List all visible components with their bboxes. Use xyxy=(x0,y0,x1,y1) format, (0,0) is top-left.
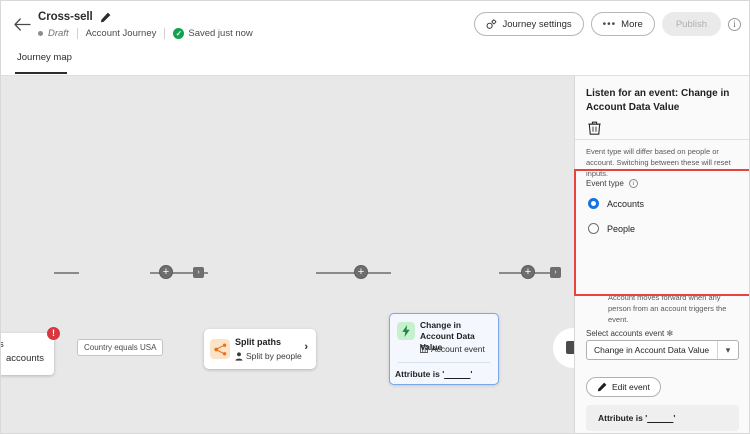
stop-square-icon[interactable] xyxy=(566,341,574,354)
wire-6 xyxy=(499,272,527,274)
edit-title-icon[interactable] xyxy=(100,12,111,23)
split-paths-subtitle-row: Split by people xyxy=(235,351,302,361)
lightning-bolt-icon xyxy=(397,322,415,340)
event-type-label-row: Event type i xyxy=(586,179,638,188)
account-event-icon xyxy=(420,345,428,353)
edit-event-button[interactable]: Edit event xyxy=(586,377,661,397)
radio-help-text: Account moves forward when any person fr… xyxy=(608,293,727,324)
attribute-blank: _____ xyxy=(647,413,674,423)
tab-journey-map[interactable]: Journey map xyxy=(17,52,72,63)
journey-type-label: Account Journey xyxy=(85,28,157,39)
app-header: Cross-sell Draft Account Journey ✓ Saved… xyxy=(1,1,749,49)
publish-button[interactable]: Publish xyxy=(661,12,721,36)
expand-chevron-1[interactable]: › xyxy=(193,267,204,278)
event-node-divider xyxy=(398,362,490,363)
select-event-label: Select accounts event xyxy=(586,329,665,338)
meta-divider-2 xyxy=(164,28,166,39)
node-change-in-account-data-value[interactable]: Change in Account Data Value Account eve… xyxy=(389,313,499,385)
journey-settings-label: Journey settings xyxy=(502,18,572,30)
header-actions: Journey settings ••• More Publish i xyxy=(474,12,741,36)
wire-7 xyxy=(519,272,555,274)
tab-active-indicator xyxy=(15,72,67,74)
more-button[interactable]: ••• More xyxy=(590,12,655,36)
end-node-halo xyxy=(553,328,574,368)
wire-4 xyxy=(316,272,361,274)
select-accounts-event-value: Change in Account Data Value xyxy=(594,345,710,355)
status-badge: Draft xyxy=(48,28,69,39)
add-step-button-2[interactable]: + xyxy=(354,265,368,279)
panel-divider-1 xyxy=(575,139,749,140)
previous-node-line2: accounts xyxy=(6,353,45,364)
meta-divider-1 xyxy=(76,28,78,39)
event-node-attribute: Attribute is '_____' xyxy=(395,369,472,379)
ellipsis-icon: ••• xyxy=(602,18,617,30)
panel-note: Event type will differ based on people o… xyxy=(586,147,731,178)
info-circle-icon[interactable]: i xyxy=(728,17,741,31)
properties-panel: Listen for an event: Change in Account D… xyxy=(574,76,749,433)
event-type-info-icon[interactable]: i xyxy=(628,179,638,188)
event-node-attr-prefix: Attribute is ' xyxy=(395,369,445,379)
edit-event-label: Edit event xyxy=(612,382,650,392)
split-paths-subtitle: Split by people xyxy=(246,351,302,361)
event-node-title: Change in Account Data Value xyxy=(420,320,475,352)
event-type-label: Event type xyxy=(586,179,624,188)
title-row: Cross-sell xyxy=(38,11,111,23)
split-paths-icon xyxy=(210,339,230,359)
error-badge-icon[interactable]: ! xyxy=(47,327,60,340)
radio-accounts[interactable]: Accounts xyxy=(588,198,644,209)
arrow-left-icon xyxy=(13,17,31,31)
wire-5 xyxy=(353,272,391,274)
wire-3 xyxy=(172,272,208,274)
more-label: More xyxy=(621,18,643,30)
journey-settings-button[interactable]: Journey settings xyxy=(474,12,584,36)
event-node-subtitle: Account event xyxy=(431,344,485,354)
radio-people-indicator xyxy=(588,223,599,234)
radio-people-label: People xyxy=(607,223,636,234)
header-meta: Draft Account Journey ✓ Saved just now xyxy=(38,28,253,39)
previous-node[interactable]: s accounts xyxy=(1,333,54,375)
attribute-condition-box[interactable]: Attribute is '_____' xyxy=(586,405,739,431)
expand-chevron-2[interactable]: › xyxy=(550,267,561,278)
event-node-attr-suffix: ' xyxy=(470,369,473,379)
gear-icon xyxy=(487,18,497,29)
page-title: Cross-sell xyxy=(38,11,93,23)
add-step-button-1[interactable]: + xyxy=(159,265,173,279)
radio-people[interactable]: People xyxy=(588,223,635,234)
check-circle-icon: ✓ xyxy=(173,28,185,39)
previous-node-line1: s xyxy=(1,339,4,350)
saved-status: ✓ Saved just now xyxy=(173,28,253,39)
event-node-attr-blank: _____ xyxy=(444,369,471,379)
add-step-button-3[interactable]: + xyxy=(521,265,535,279)
node-split-paths[interactable]: Split paths Split by people › xyxy=(204,329,316,372)
split-paths-chevron-icon[interactable]: › xyxy=(304,341,308,353)
status-dot xyxy=(38,31,43,36)
wire-1 xyxy=(54,272,79,274)
trash-icon xyxy=(588,121,601,135)
tab-bar: Journey map xyxy=(1,49,749,76)
split-paths-title: Split paths xyxy=(235,337,282,347)
back-button[interactable] xyxy=(12,14,32,34)
select-event-label-row: Select accounts event ✻ xyxy=(586,329,673,338)
radio-accounts-label: Accounts xyxy=(607,198,645,209)
attribute-suffix: ' xyxy=(673,413,676,423)
chevron-down-icon[interactable]: ▾ xyxy=(717,341,738,359)
person-icon xyxy=(235,351,243,361)
panel-title: Listen for an event: Change in Account D… xyxy=(586,88,730,113)
pencil-icon xyxy=(597,382,607,392)
condition-label[interactable]: Country equals USA xyxy=(77,339,164,356)
select-accounts-event-dropdown[interactable]: Change in Account Data Value ▾ xyxy=(586,340,739,360)
delete-step-button[interactable] xyxy=(586,119,603,136)
journey-canvas[interactable]: s accounts ! Country equals USA + › + + … xyxy=(1,76,574,433)
publish-label: Publish xyxy=(675,18,707,30)
event-node-subtitle-row: Account event xyxy=(420,344,485,354)
attribute-prefix: Attribute is ' xyxy=(598,413,648,423)
radio-accounts-indicator xyxy=(588,198,599,209)
saved-label: Saved just now xyxy=(188,28,253,39)
required-asterisk: ✻ xyxy=(666,329,674,338)
